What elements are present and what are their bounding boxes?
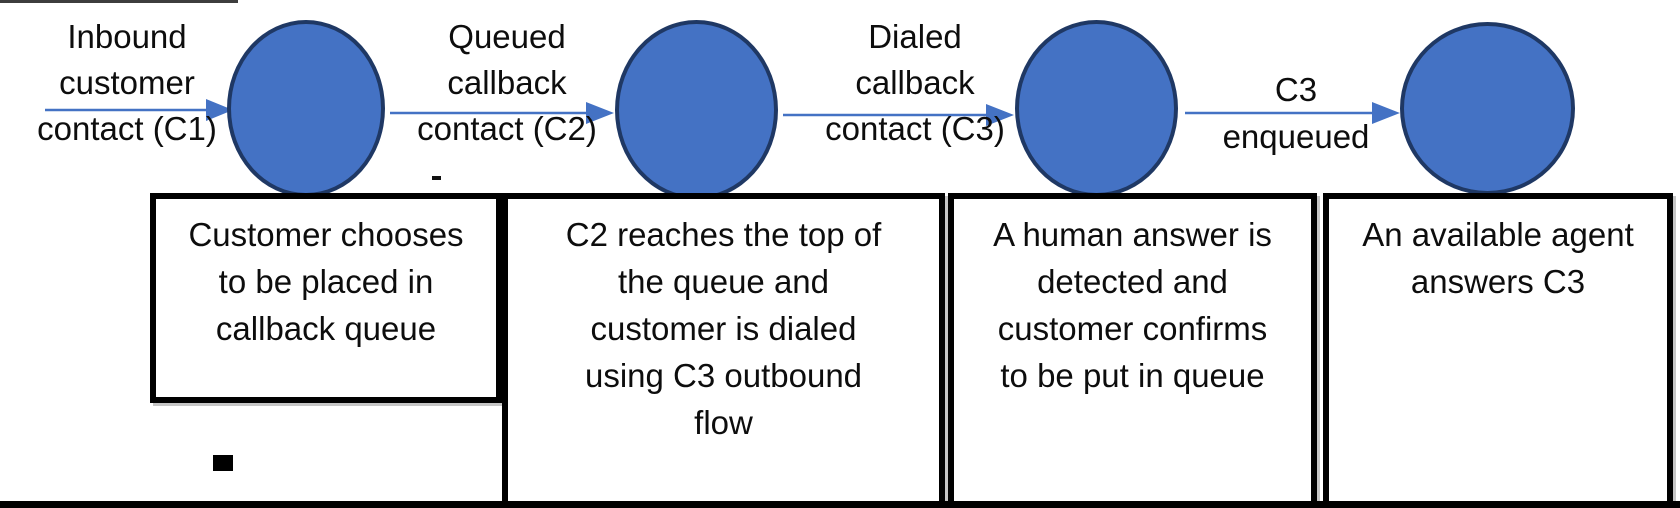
arrowhead-icon: [586, 102, 614, 124]
state-node-3: [1015, 20, 1178, 197]
transition-label-dialed-callback: Dialed callback contact (C3): [825, 18, 1005, 147]
step-description-1: Customer chooses to be placed in callbac…: [188, 216, 464, 347]
step-description-2: C2 reaches the top of the queue and cust…: [565, 216, 882, 441]
arrow-dialed-callback: [783, 104, 1014, 126]
transition-label-queued-callback: Queued callback contact (C2): [417, 18, 597, 147]
step-box-1: Customer chooses to be placed in callbac…: [150, 193, 502, 403]
arrow-c3-enqueued: [1185, 102, 1400, 124]
state-node-1: [227, 20, 385, 197]
step-box-2: C2 reaches the top of the queue and cust…: [502, 193, 945, 508]
step-description-4: An available agent answers C3: [1362, 216, 1634, 300]
arrowhead-icon: [1372, 102, 1400, 124]
artifact-square-mark: [213, 455, 233, 471]
top-edge-artifact-bar: [0, 0, 238, 3]
state-node-2: [615, 20, 778, 200]
bottom-border-line: [0, 501, 1680, 508]
step-box-4: An available agent answers C3: [1323, 193, 1673, 508]
step-description-3: A human answer is detected and customer …: [993, 216, 1272, 394]
artifact-dash-mark: [432, 176, 441, 180]
arrowhead-icon: [206, 99, 233, 121]
arrow-inbound-contact: [45, 99, 233, 121]
arrow-queued-callback: [390, 102, 614, 124]
transition-label-c3-enqueued: C3 enqueued: [1222, 71, 1370, 155]
transition-label-inbound-contact: Inbound customer contact (C1): [37, 18, 217, 147]
step-box-3: A human answer is detected and customer …: [948, 193, 1317, 508]
arrowhead-icon: [986, 104, 1014, 126]
state-node-4: [1400, 22, 1575, 195]
